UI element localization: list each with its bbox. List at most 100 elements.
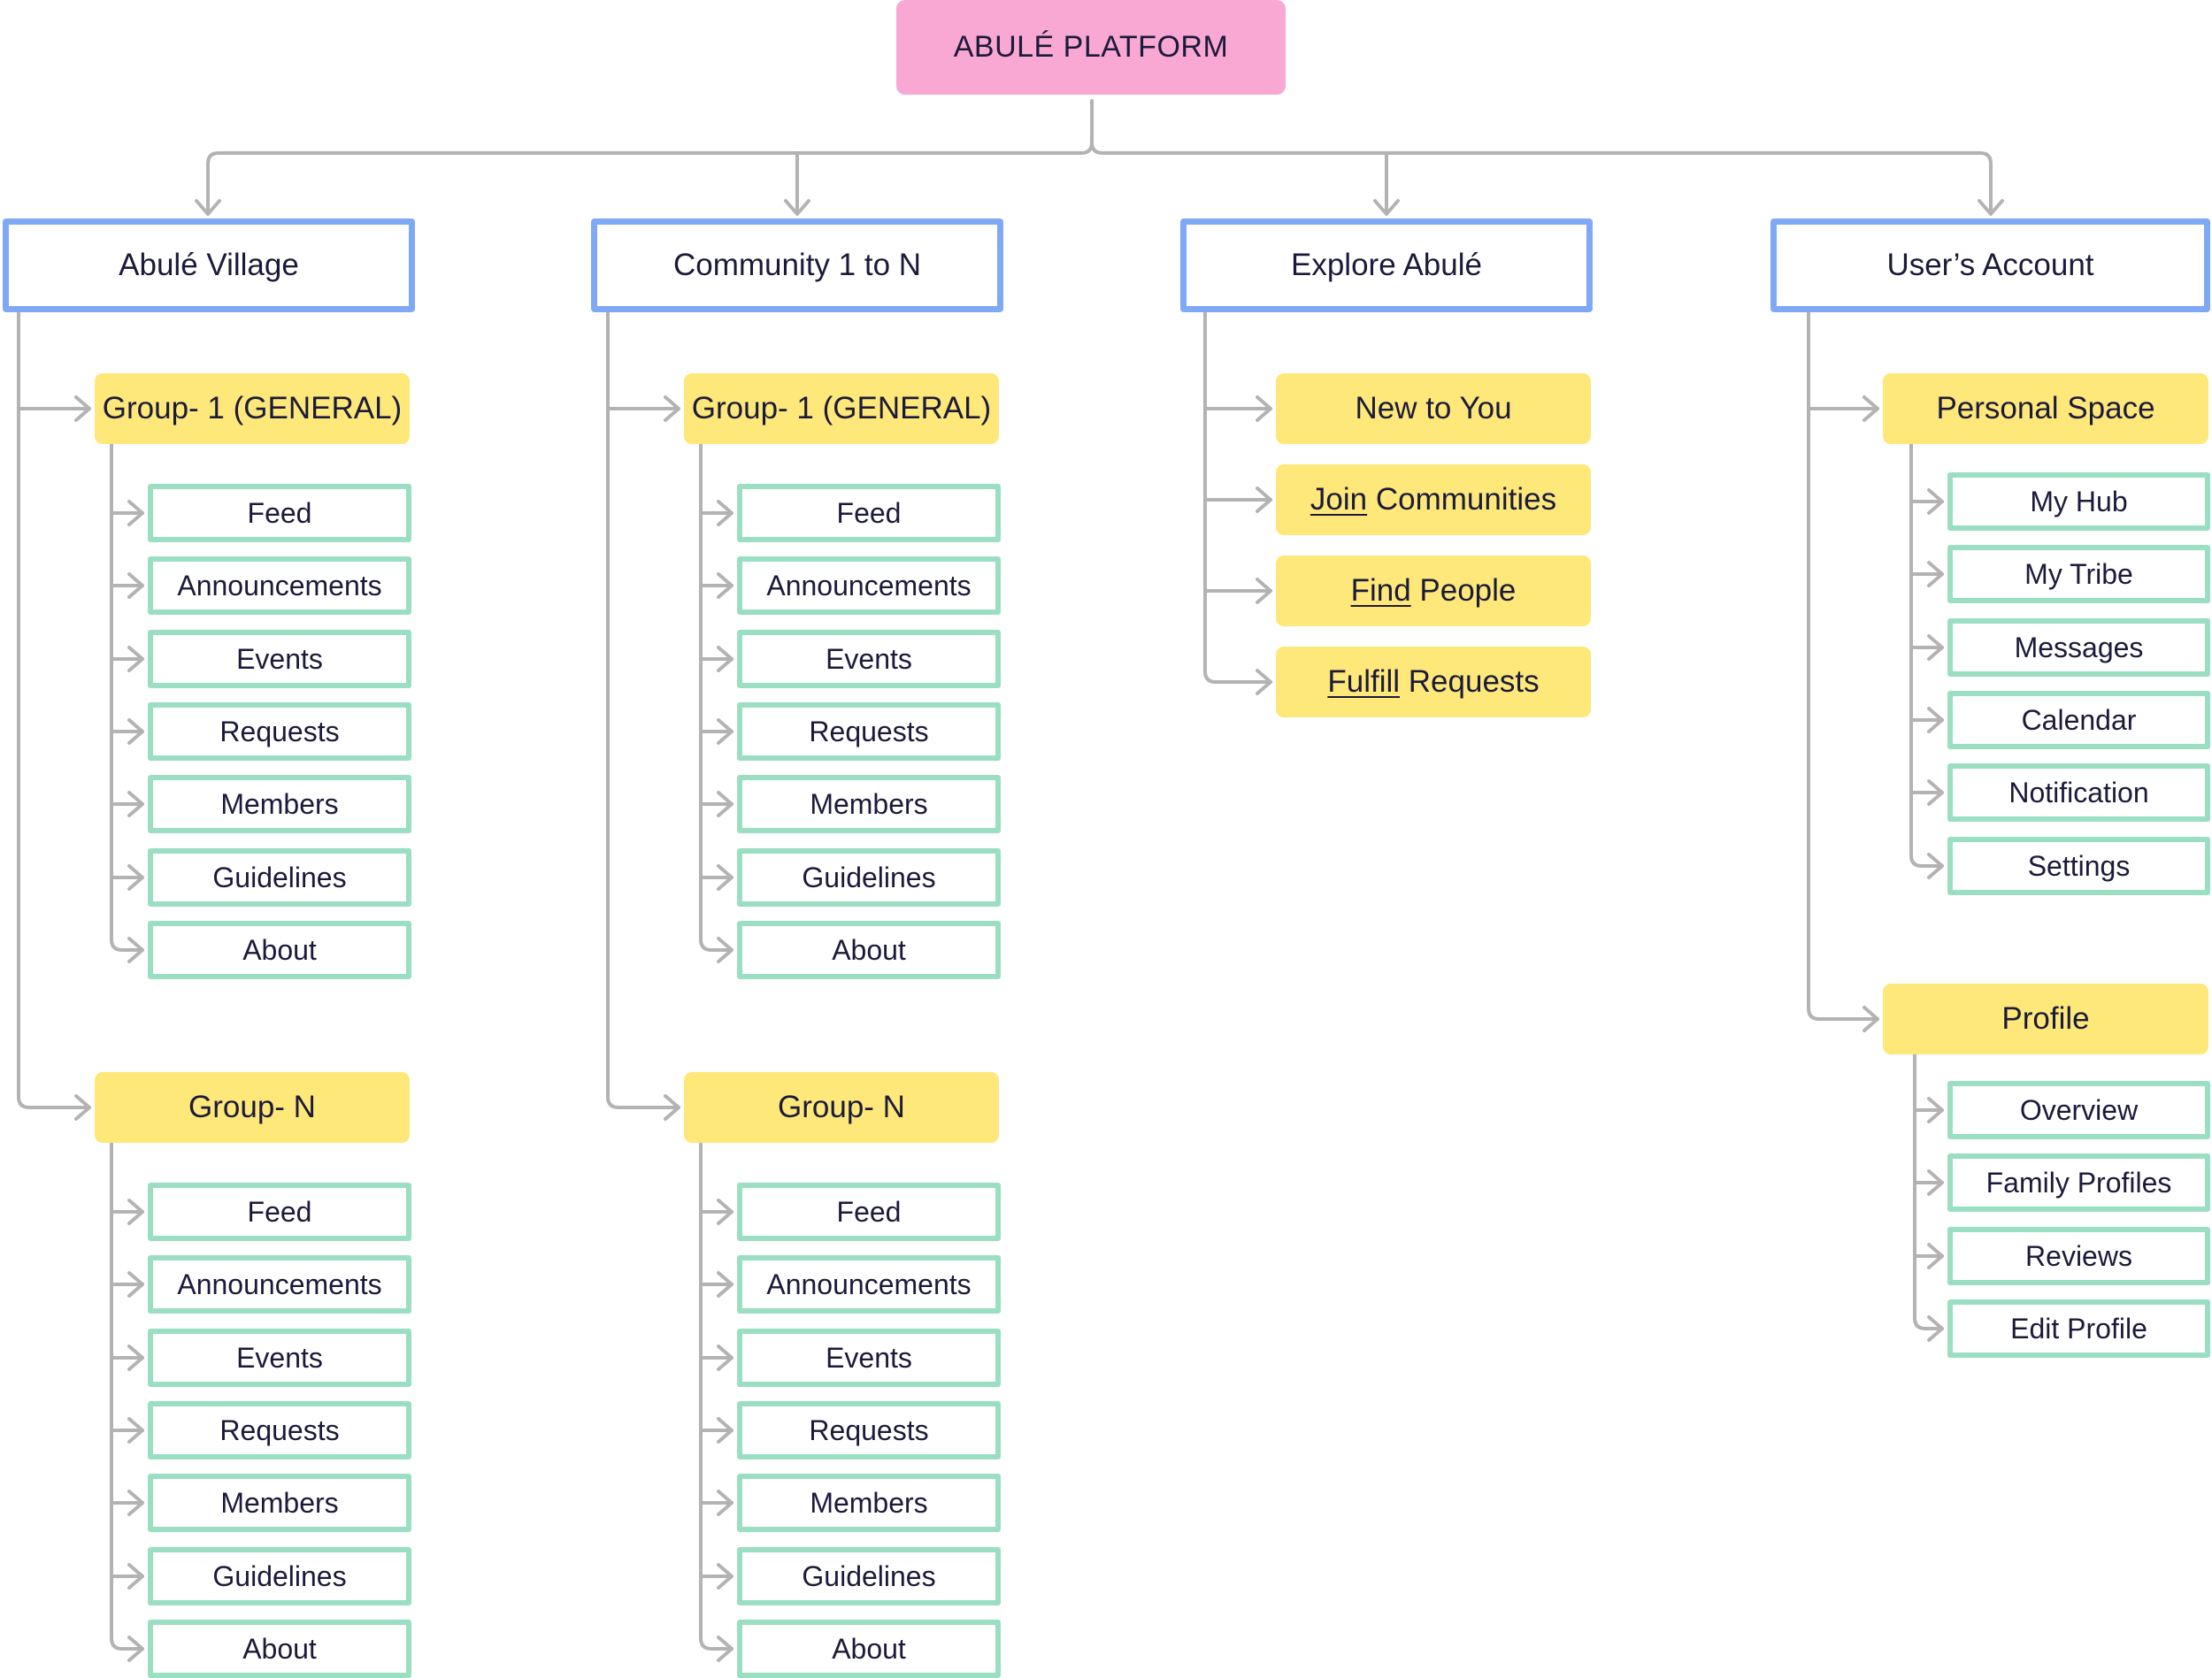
- leaf-overview[interactable]: Overview: [1947, 1081, 2210, 1139]
- leaf-calendar[interactable]: Calendar: [1947, 691, 2210, 749]
- arrow-head: [1927, 707, 1944, 733]
- arrow-head: [717, 1271, 733, 1298]
- arrow-head: [717, 1490, 733, 1516]
- arrow-head: [127, 937, 144, 963]
- leaf-requests[interactable]: Requests: [148, 1401, 411, 1460]
- leaf-reviews[interactable]: Reviews: [1947, 1227, 2210, 1285]
- root-connector-left: [206, 99, 1094, 214]
- leaf-requests[interactable]: Requests: [737, 702, 1001, 761]
- fulfill-link[interactable]: Fulfill: [1327, 664, 1401, 699]
- arrow-head: [127, 1490, 144, 1516]
- arrow-head: [127, 864, 144, 891]
- arrow-head: [717, 937, 733, 963]
- arrow-head: [717, 1345, 733, 1371]
- leaf-members[interactable]: Members: [148, 1474, 411, 1532]
- root-node: ABULÉ PLATFORM: [896, 0, 1286, 95]
- leaf-guidelines[interactable]: Guidelines: [148, 848, 411, 907]
- leaf-messages[interactable]: Messages: [1947, 618, 2210, 677]
- section-explore-abule[interactable]: Explore Abulé: [1180, 218, 1593, 312]
- leaf-about[interactable]: About: [148, 1620, 411, 1678]
- explore-fulfill-requests[interactable]: Fulfill Requests: [1276, 647, 1591, 717]
- leaf-guidelines[interactable]: Guidelines: [148, 1547, 411, 1605]
- explore-join-communities[interactable]: Join Communities: [1276, 464, 1591, 535]
- leaf-notification[interactable]: Notification: [1947, 763, 2210, 822]
- arrow-head: [127, 1199, 144, 1225]
- group-spine: [699, 1141, 733, 1651]
- arrow-head: [1927, 1097, 1944, 1123]
- section-abule-village[interactable]: Abulé Village: [3, 218, 415, 312]
- arrow-head: [127, 1636, 144, 1662]
- arrow-head: [717, 1199, 733, 1225]
- community-group-n[interactable]: Group- N: [684, 1072, 999, 1143]
- arrow-head: [717, 646, 733, 672]
- arrow-head: [127, 791, 144, 817]
- arrow-head: [717, 572, 733, 599]
- root-connector-right: [1090, 141, 1993, 214]
- leaf-family-profiles[interactable]: Family Profiles: [1947, 1153, 2210, 1212]
- join-link[interactable]: Join: [1310, 482, 1368, 517]
- leaf-announcements[interactable]: Announcements: [148, 556, 411, 615]
- arrow-head: [717, 718, 733, 745]
- arrow-head: [1927, 561, 1944, 587]
- leaf-my-tribe[interactable]: My Tribe: [1947, 545, 2210, 603]
- leaf-members[interactable]: Members: [737, 1474, 1001, 1532]
- arrow-head: [127, 500, 144, 526]
- village-group-n[interactable]: Group- N: [95, 1072, 410, 1143]
- leaf-edit-profile[interactable]: Edit Profile: [1947, 1299, 2210, 1358]
- arrow-head: [1927, 853, 1944, 879]
- leaf-events[interactable]: Events: [148, 1329, 411, 1387]
- arrow-head: [195, 199, 221, 216]
- village-spine: [17, 310, 91, 1109]
- explore-spine: [1203, 310, 1272, 684]
- community-group-1[interactable]: Group- 1 (GENERAL): [684, 373, 999, 444]
- leaf-announcements[interactable]: Announcements: [148, 1255, 411, 1314]
- arrow-head: [1927, 779, 1944, 806]
- find-link[interactable]: Find: [1350, 573, 1411, 608]
- group-spine: [1909, 442, 1944, 868]
- leaf-requests[interactable]: Requests: [737, 1401, 1001, 1460]
- arrow-head: [74, 1094, 91, 1121]
- section-community-1-to-n[interactable]: Community 1 to N: [591, 218, 1003, 312]
- leaf-guidelines[interactable]: Guidelines: [737, 1547, 1001, 1605]
- explore-find-people[interactable]: Find People: [1276, 556, 1591, 626]
- arrow-head: [74, 395, 91, 422]
- arrow-head: [1256, 487, 1272, 513]
- arrow-head: [127, 1271, 144, 1298]
- leaf-feed[interactable]: Feed: [737, 1183, 1001, 1241]
- leaf-requests[interactable]: Requests: [148, 702, 411, 761]
- leaf-about[interactable]: About: [737, 921, 1001, 979]
- arrow-head: [127, 1417, 144, 1444]
- village-group-1[interactable]: Group- 1 (GENERAL): [95, 373, 410, 444]
- arrow-head: [1978, 199, 2004, 216]
- leaf-members[interactable]: Members: [148, 775, 411, 833]
- leaf-announcements[interactable]: Announcements: [737, 556, 1001, 615]
- leaf-settings[interactable]: Settings: [1947, 837, 2210, 895]
- leaf-members[interactable]: Members: [737, 775, 1001, 833]
- account-profile[interactable]: Profile: [1883, 984, 2208, 1054]
- explore-new-to-you[interactable]: New to You: [1276, 373, 1591, 444]
- arrow-head: [1927, 634, 1944, 661]
- leaf-events[interactable]: Events: [737, 1329, 1001, 1387]
- arrow-head: [127, 1345, 144, 1371]
- arrow-head: [717, 864, 733, 891]
- leaf-announcements[interactable]: Announcements: [737, 1255, 1001, 1314]
- section-users-account[interactable]: User’s Account: [1770, 218, 2210, 312]
- leaf-my-hub[interactable]: My Hub: [1947, 472, 2210, 531]
- arrow-head: [717, 1636, 733, 1662]
- leaf-guidelines[interactable]: Guidelines: [737, 848, 1001, 907]
- leaf-about[interactable]: About: [737, 1620, 1001, 1678]
- leaf-feed[interactable]: Feed: [148, 1183, 411, 1241]
- arrow-head: [1256, 395, 1272, 422]
- arrow-head: [127, 718, 144, 745]
- account-personal-space[interactable]: Personal Space: [1883, 373, 2208, 444]
- leaf-feed[interactable]: Feed: [148, 484, 411, 542]
- leaf-about[interactable]: About: [148, 921, 411, 979]
- arrow-head: [1927, 1169, 1944, 1196]
- leaf-events[interactable]: Events: [148, 630, 411, 688]
- arrow-head: [1256, 578, 1272, 604]
- leaf-feed[interactable]: Feed: [737, 484, 1001, 542]
- leaf-events[interactable]: Events: [737, 630, 1001, 688]
- arrow-head: [784, 199, 810, 216]
- arrow-head: [1256, 669, 1272, 695]
